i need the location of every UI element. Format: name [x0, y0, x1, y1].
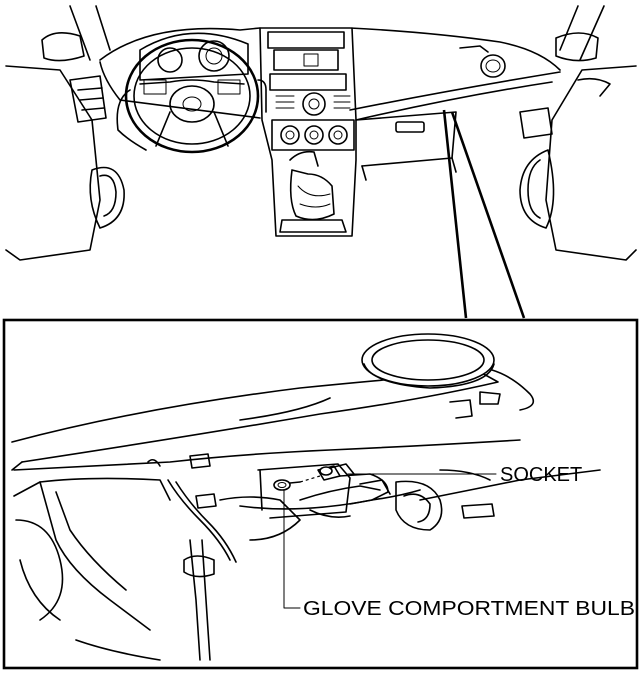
- detail-view: [2, 318, 639, 670]
- callout-connector: [442, 109, 526, 319]
- bulb-leader-line: [283, 489, 301, 609]
- dashboard-overview: [5, 5, 637, 261]
- glove-compartment-bulb-label: GLOVE COMPORTMENT BULB: [303, 598, 635, 620]
- socket-label: SOCKET: [500, 464, 582, 486]
